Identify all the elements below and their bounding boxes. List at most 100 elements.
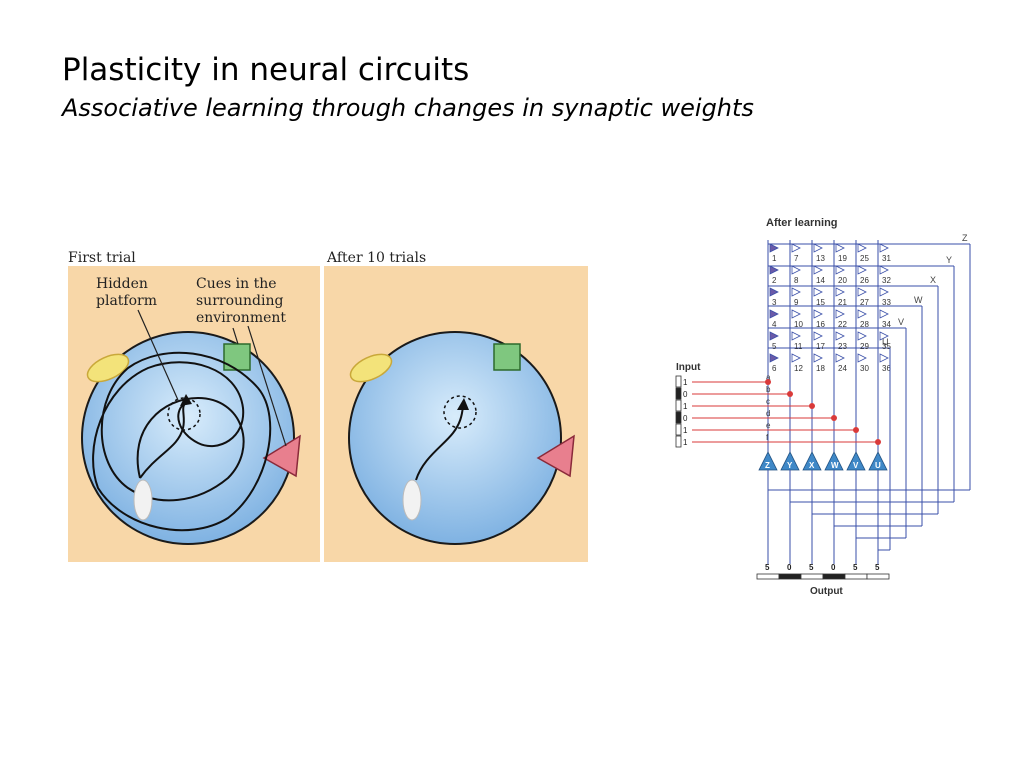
line-label-V: V bbox=[898, 317, 904, 327]
synapse-label: 10 bbox=[794, 320, 803, 329]
synapse bbox=[769, 243, 779, 253]
line-label-X: X bbox=[930, 275, 936, 285]
neuron-label-X: X bbox=[809, 461, 815, 470]
input-junction-b bbox=[787, 391, 793, 397]
synapse-label: 27 bbox=[860, 298, 869, 307]
synapse bbox=[813, 331, 823, 341]
output-value: 5 bbox=[765, 563, 770, 572]
synapse bbox=[835, 331, 845, 341]
cues-pointer-1 bbox=[232, 327, 239, 345]
cues-label-3: environment bbox=[196, 310, 286, 326]
synapse-label: 11 bbox=[794, 342, 803, 351]
input-junction-d bbox=[831, 415, 837, 421]
synapse bbox=[791, 243, 801, 253]
platform-pointer bbox=[137, 309, 179, 401]
output-value: 0 bbox=[787, 563, 792, 572]
input-name-f: f bbox=[766, 433, 769, 442]
cue-square-left bbox=[223, 343, 251, 371]
output-label: Output bbox=[810, 586, 843, 597]
cue-triangle-right bbox=[536, 434, 575, 478]
input-label: Input bbox=[676, 362, 701, 373]
swim-path-after-trials bbox=[415, 405, 464, 481]
slide-subtitle: Associative learning through changes in … bbox=[62, 94, 754, 122]
neuron-label-W: W bbox=[831, 461, 839, 470]
synapse-label: 6 bbox=[772, 364, 777, 373]
synapse-label: 23 bbox=[838, 342, 847, 351]
water-maze-figure: First trial Hidden platform Cues in the … bbox=[68, 248, 588, 562]
line-label-Y: Y bbox=[946, 255, 952, 265]
synapse bbox=[835, 243, 845, 253]
output-cell bbox=[778, 573, 802, 580]
output-value: 5 bbox=[853, 563, 858, 572]
synapse bbox=[857, 353, 867, 363]
synapse bbox=[879, 287, 889, 297]
input-cell-a bbox=[675, 375, 682, 388]
synapse-label: 24 bbox=[838, 364, 847, 373]
input-junction-a bbox=[765, 379, 771, 385]
synapse bbox=[791, 287, 801, 297]
synapse-label: 16 bbox=[816, 320, 825, 329]
synapse-label: 28 bbox=[860, 320, 869, 329]
synapse bbox=[879, 331, 889, 341]
synapse bbox=[857, 287, 867, 297]
synapse-label: 25 bbox=[860, 254, 869, 263]
swim-path-first-trial bbox=[92, 351, 272, 532]
output-cell bbox=[844, 573, 868, 580]
synapse-label: 21 bbox=[838, 298, 847, 307]
input-cell-d bbox=[675, 411, 682, 424]
synapse-label: 8 bbox=[794, 276, 799, 285]
path-arrowhead-first bbox=[180, 394, 192, 406]
synapse-label: 17 bbox=[816, 342, 825, 351]
input-value-a: 1 bbox=[683, 378, 688, 387]
synapse-label: 5 bbox=[772, 342, 777, 351]
output-cell bbox=[866, 573, 890, 580]
rat-after-trials bbox=[402, 479, 422, 521]
synapse bbox=[769, 353, 779, 363]
cue-square-right bbox=[493, 343, 521, 371]
synapse-label: 12 bbox=[794, 364, 803, 373]
line-label-U: U bbox=[882, 337, 889, 347]
synapse bbox=[791, 353, 801, 363]
synapse-label: 1 bbox=[772, 254, 777, 263]
input-junction-c bbox=[809, 403, 815, 409]
output-cell bbox=[800, 573, 824, 580]
synapse bbox=[769, 287, 779, 297]
synapse bbox=[857, 243, 867, 253]
input-cell-b bbox=[675, 387, 682, 400]
synapse-label: 19 bbox=[838, 254, 847, 263]
first-trial-label: First trial bbox=[68, 250, 136, 266]
synapse-label: 13 bbox=[816, 254, 825, 263]
input-cell-e bbox=[675, 423, 682, 436]
synapse bbox=[879, 265, 889, 275]
synapse bbox=[879, 243, 889, 253]
synapse bbox=[769, 331, 779, 341]
neuron-label-Z: Z bbox=[765, 461, 770, 470]
synapse bbox=[791, 331, 801, 341]
synapse bbox=[791, 265, 801, 275]
cue-triangle-left bbox=[262, 434, 301, 478]
cues-pointer-2 bbox=[247, 325, 287, 447]
synapse-label: 2 bbox=[772, 276, 777, 285]
input-name-d: d bbox=[766, 409, 770, 418]
output-value: 5 bbox=[875, 563, 880, 572]
path-arrowhead-after bbox=[457, 398, 469, 410]
synapse bbox=[813, 353, 823, 363]
line-label-W: W bbox=[914, 295, 923, 305]
synapse-label: 20 bbox=[838, 276, 847, 285]
cue-ellipse-left bbox=[86, 353, 130, 383]
synapse bbox=[791, 309, 801, 319]
cues-label-2: surrounding bbox=[196, 293, 284, 309]
synapse bbox=[879, 353, 889, 363]
synapse bbox=[879, 309, 889, 319]
neuron-label-U: U bbox=[875, 461, 881, 470]
hidden-platform-label-1: Hidden bbox=[96, 276, 148, 292]
synapse bbox=[813, 265, 823, 275]
output-cell bbox=[756, 573, 780, 580]
synapse-label: 22 bbox=[838, 320, 847, 329]
synapse-label: 9 bbox=[794, 298, 799, 307]
cues-label-1: Cues in the bbox=[196, 276, 277, 292]
input-cell-f bbox=[675, 435, 682, 448]
input-junction-e bbox=[853, 427, 859, 433]
synapse bbox=[835, 353, 845, 363]
synapse bbox=[813, 309, 823, 319]
